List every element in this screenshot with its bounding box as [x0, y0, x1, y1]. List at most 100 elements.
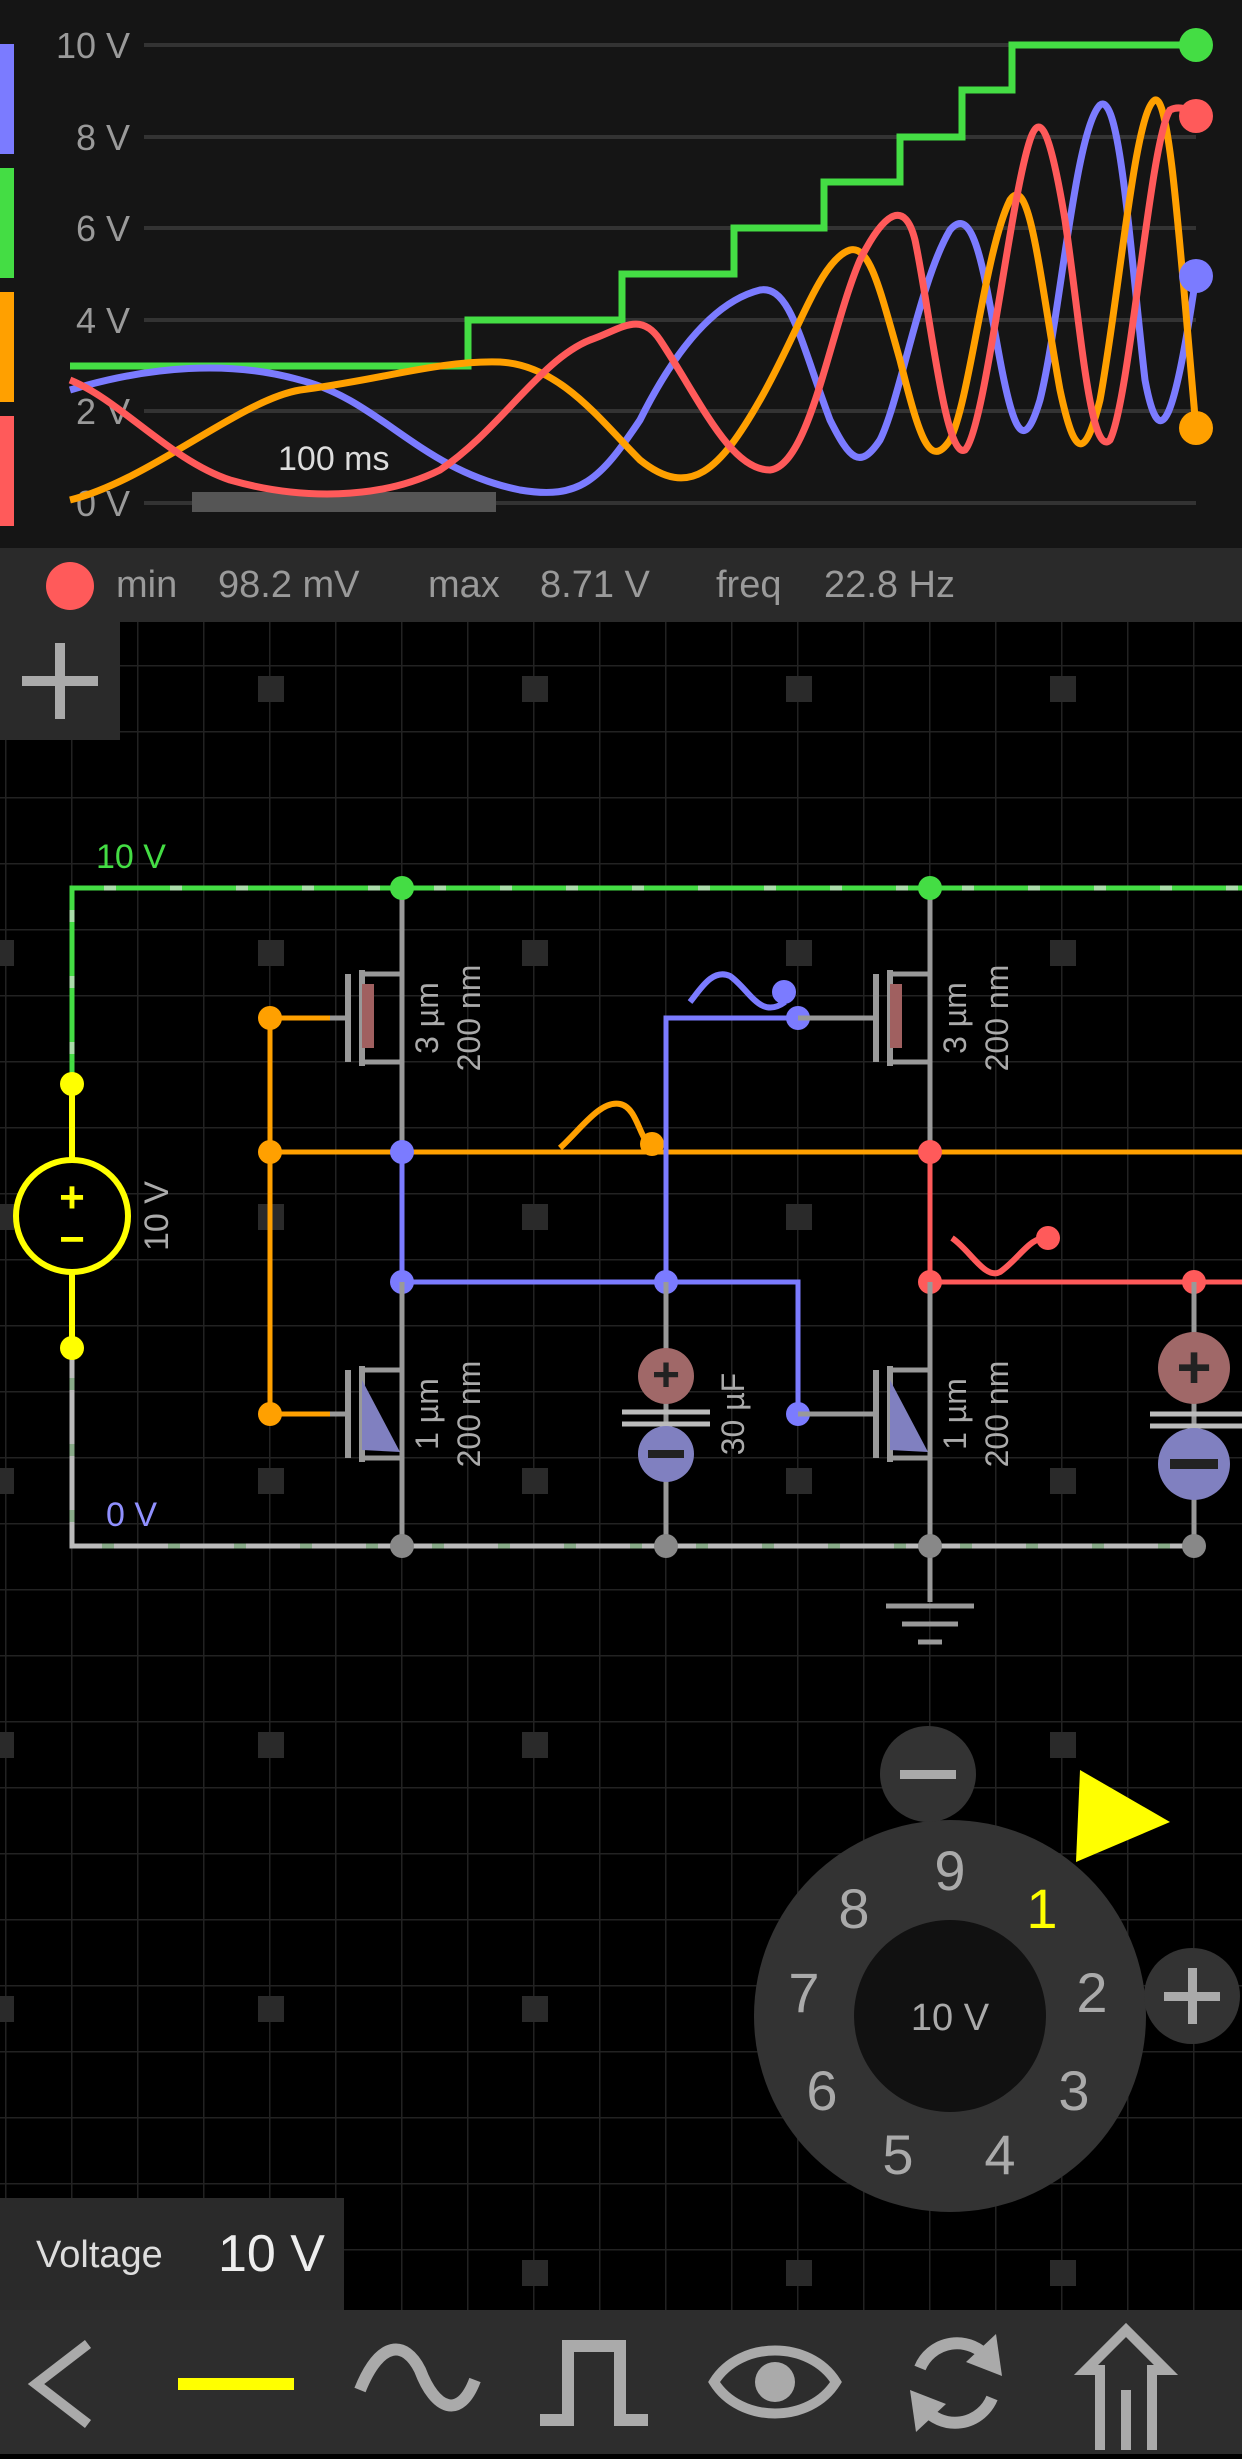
nmos-transistor-right[interactable]	[798, 1366, 930, 1462]
trace-green-end-dot	[1179, 28, 1213, 62]
supply-rail[interactable]	[69, 885, 1242, 1084]
nmos-right-width: 1 µm	[937, 1378, 973, 1450]
legend-red-bar[interactable]	[0, 416, 14, 526]
dial-digit[interactable]: 6	[806, 2059, 837, 2122]
probe-readout-bar: min 98.2 mV max 8.71 V freq 22.8 Hz	[0, 548, 1242, 622]
max-label: max	[428, 564, 500, 606]
oscilloscope-plot: 10 V 8 V 6 V 4 V 2 V 0 V 100 ms	[0, 25, 1213, 526]
wire-blue[interactable]	[399, 971, 801, 1414]
probe-orange[interactable]	[640, 1132, 664, 1156]
pmos-left-length: 200 nm	[451, 965, 487, 1072]
nmos-left-length: 200 nm	[451, 1361, 487, 1468]
dial-minus-button[interactable]	[880, 1726, 976, 1822]
probe-red[interactable]	[1036, 1226, 1060, 1250]
ground-symbol[interactable]	[886, 1603, 974, 1645]
dial-digit-selected[interactable]: 1	[1026, 1877, 1057, 1940]
trace-blue-end-dot	[1179, 259, 1213, 293]
nmos-left-width: 1 µm	[409, 1378, 445, 1450]
upload-icon	[1073, 2322, 1179, 2450]
y-axis-label: 8 V	[76, 117, 130, 158]
svg-text:−: −	[59, 1215, 85, 1264]
svg-text:+: +	[652, 1349, 680, 1402]
min-value: 98.2 mV	[218, 564, 360, 606]
y-axis-label: 10 V	[56, 25, 130, 66]
value-dial[interactable]: 10 V 9 1 2 3 4 5 6 7 8	[754, 1820, 1146, 2212]
plus-icon	[22, 643, 98, 719]
pmos-transistor-left[interactable]	[330, 970, 402, 1066]
voltage-source[interactable]: + −	[13, 1072, 131, 1360]
freq-value: 22.8 Hz	[824, 564, 955, 606]
square-wave-tool[interactable]	[510, 2310, 680, 2454]
legend-orange-bar[interactable]	[0, 292, 14, 402]
node-orange[interactable]	[258, 1140, 282, 1164]
dial-digit[interactable]: 9	[934, 1839, 965, 1902]
trace-green	[70, 41, 1196, 370]
timescale-label: 100 ms	[278, 440, 390, 478]
legend-green-bar[interactable]	[0, 168, 14, 278]
dial-plus-button[interactable]	[1144, 1948, 1240, 2044]
nmos-transistor-left[interactable]	[330, 1366, 402, 1462]
trace-orange	[69, 96, 1200, 504]
trace-red-end-dot	[1179, 99, 1213, 133]
add-probe-button[interactable]	[0, 622, 120, 740]
dial-digit[interactable]: 3	[1058, 2059, 1089, 2122]
svg-text:+: +	[1176, 1334, 1211, 1401]
svg-text:+: +	[59, 1173, 85, 1222]
freq-label: freq	[716, 564, 782, 606]
wire-orange[interactable]	[267, 1015, 1242, 1417]
max-value: 8.71 V	[540, 564, 650, 606]
pmos-right-length: 200 nm	[979, 965, 1015, 1072]
dial-digit[interactable]: 8	[838, 1877, 869, 1940]
voltage-value[interactable]: 10 V	[218, 2225, 325, 2283]
eye-icon	[708, 2345, 842, 2419]
trace-blue	[68, 100, 1200, 496]
nmos-right-length: 200 nm	[979, 1361, 1015, 1468]
y-axis-label: 4 V	[76, 300, 130, 341]
probe-color-dot[interactable]	[46, 562, 94, 610]
dial-digit[interactable]: 5	[882, 2123, 913, 2186]
capacitor[interactable]: +	[622, 1348, 710, 1482]
dc-source-tool[interactable]	[150, 2310, 320, 2454]
bottom-toolbar	[0, 2310, 1242, 2454]
ground-rail-label: 0 V	[106, 1496, 157, 1534]
export-button[interactable]	[1050, 2310, 1220, 2454]
node-orange[interactable]	[258, 1006, 282, 1030]
cycle-button[interactable]	[870, 2310, 1040, 2454]
view-button[interactable]	[690, 2310, 860, 2454]
oscilloscope-panel[interactable]: 10 V 8 V 6 V 4 V 2 V 0 V 100 ms	[0, 0, 1242, 548]
junction-dots	[390, 876, 1206, 1558]
trace-orange-end-dot	[1179, 411, 1213, 445]
plus-icon	[1164, 1968, 1220, 2024]
sine-source-tool[interactable]	[330, 2310, 500, 2454]
capacitor-right[interactable]: +	[1150, 1332, 1242, 1500]
node-orange[interactable]	[258, 1402, 282, 1426]
square-wave-icon	[540, 2340, 648, 2426]
source-voltage-label: 10 V	[138, 1181, 176, 1251]
dial-digit[interactable]: 7	[788, 1961, 819, 2024]
pmos-left-width: 3 µm	[409, 982, 445, 1054]
voltage-label: Voltage	[36, 2234, 163, 2276]
back-button[interactable]	[0, 2310, 170, 2454]
ground-rail[interactable]	[69, 1348, 1196, 1549]
circuit-canvas[interactable]: 10 V 0 V + − 10 V	[0, 622, 1242, 2310]
trace-red	[68, 104, 1199, 498]
y-axis-label: 6 V	[76, 208, 130, 249]
back-icon	[27, 2340, 92, 2428]
minus-icon	[900, 1770, 956, 1779]
cycle-icon	[910, 2334, 1002, 2432]
supply-rail-label: 10 V	[96, 838, 166, 876]
voltage-property-panel[interactable]: Voltage 10 V	[0, 2198, 344, 2310]
legend-blue-bar[interactable]	[0, 44, 14, 154]
capacitor-value: 30 µF	[715, 1373, 751, 1455]
min-label: min	[116, 564, 178, 606]
dial-center-value: 10 V	[911, 1997, 990, 2039]
dial-digit[interactable]: 2	[1076, 1961, 1107, 2024]
pmos-right-width: 3 µm	[937, 982, 973, 1054]
dial-pointer-icon	[1076, 1770, 1170, 1862]
dc-source-icon	[178, 2378, 294, 2390]
timescale-bar	[192, 492, 496, 512]
probe-blue[interactable]	[772, 980, 796, 1004]
sine-icon	[354, 2343, 481, 2412]
dial-digit[interactable]: 4	[984, 2123, 1015, 2186]
pmos-transistor-right[interactable]	[798, 970, 930, 1066]
